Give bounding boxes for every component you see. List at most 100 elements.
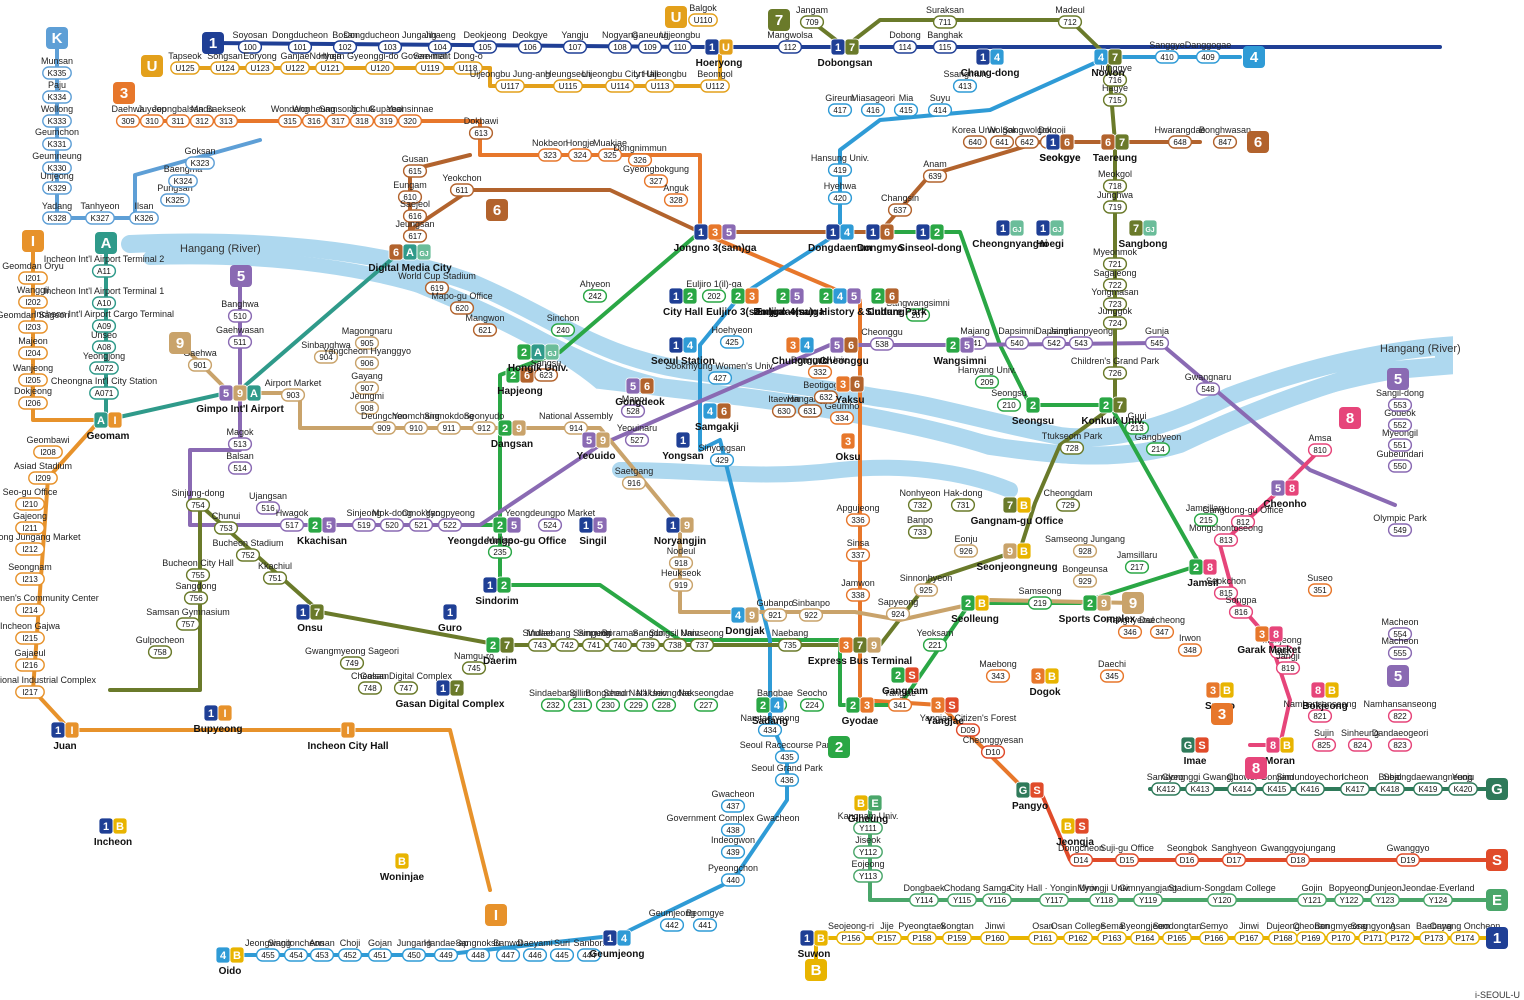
line-3-badge[interactable]: 3 xyxy=(113,82,135,104)
line-6-badge[interactable]: 6 xyxy=(1247,131,1269,153)
line-2-badge[interactable]: 2 xyxy=(828,736,850,758)
line-8-badge[interactable]: 8 xyxy=(1245,757,1267,779)
line-S-badge[interactable]: S xyxy=(1486,849,1508,871)
line-E-badge[interactable]: E xyxy=(1486,889,1508,911)
